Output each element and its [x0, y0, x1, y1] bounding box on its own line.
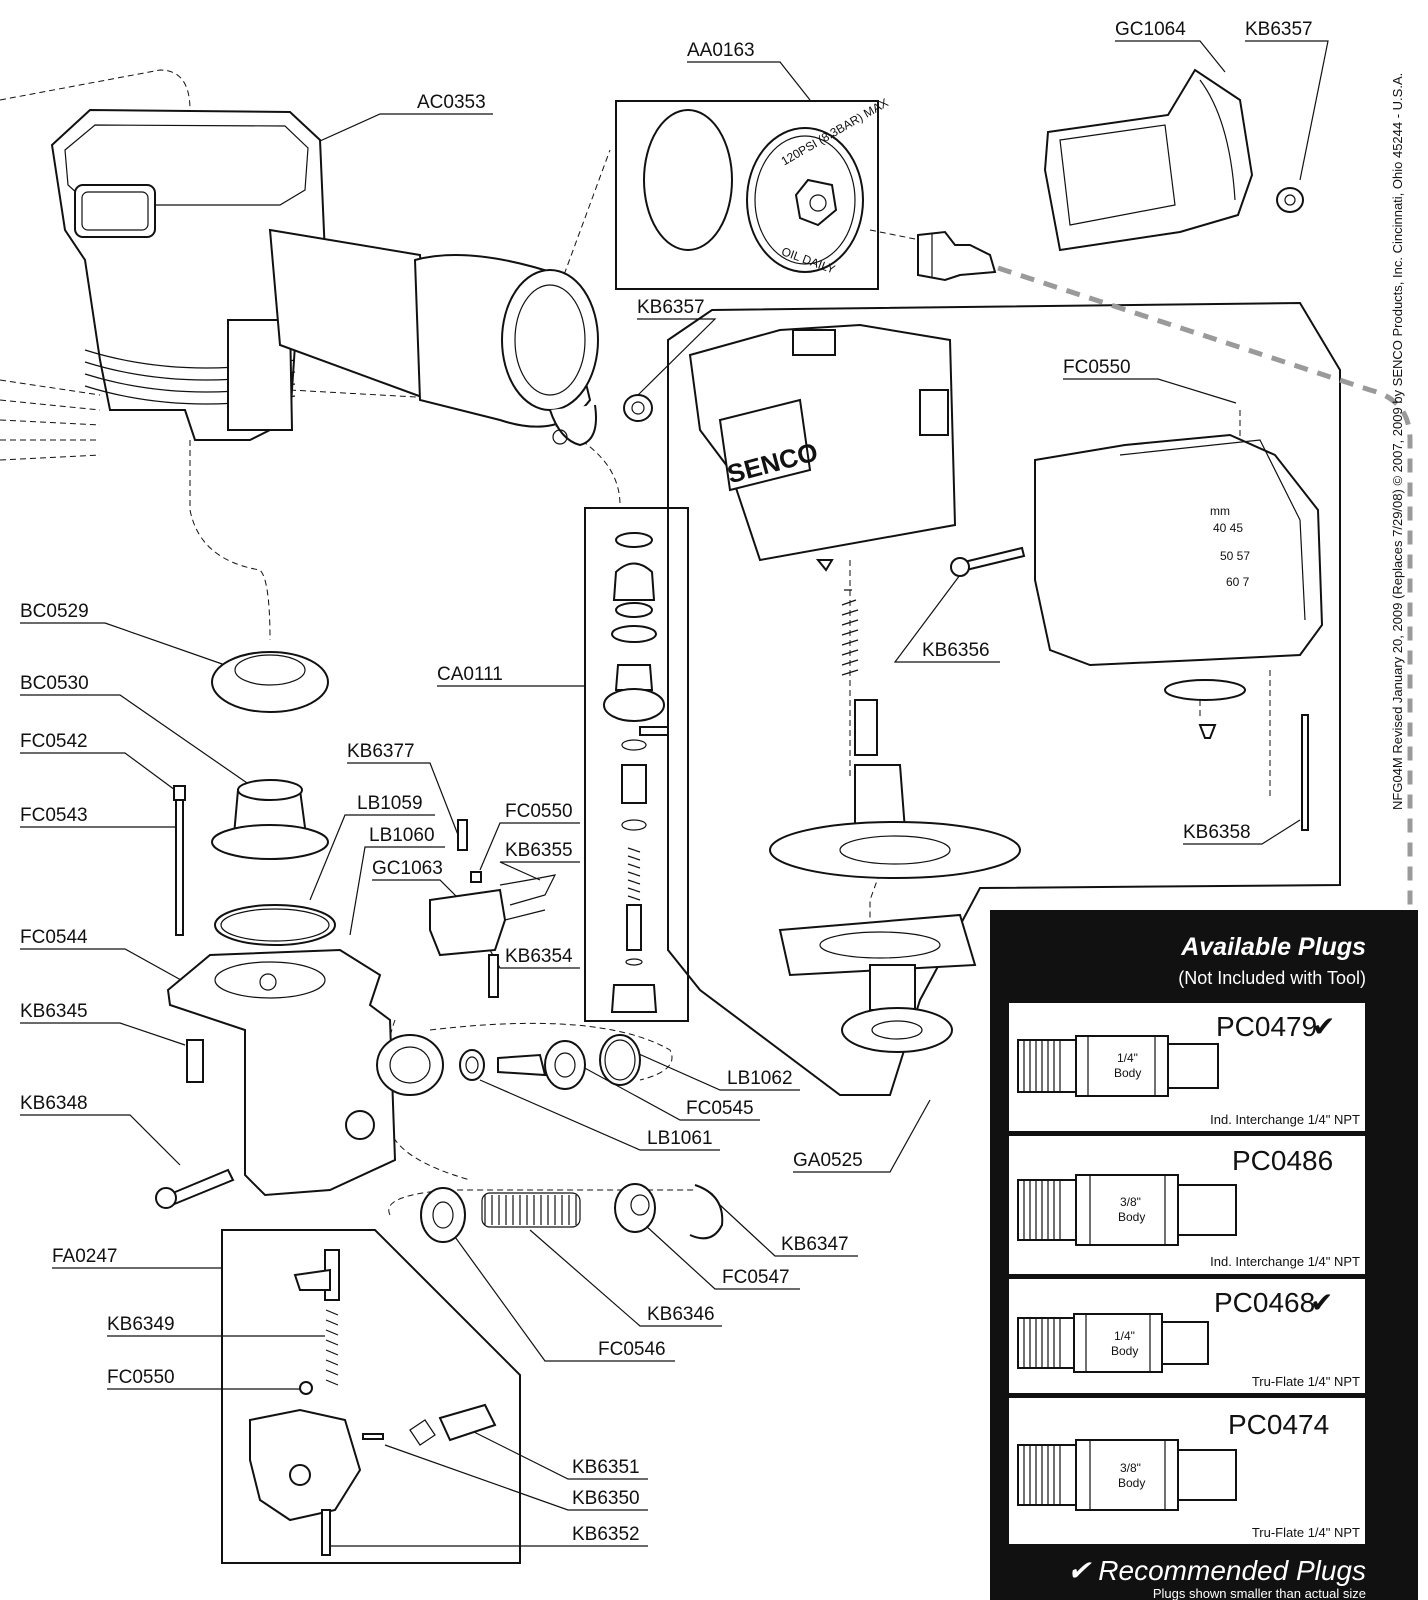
plug-body-size: 1/4" [1117, 1051, 1138, 1065]
plug-desc: Ind. Interchange 1/4" NPT [1210, 1112, 1360, 1127]
bumper-stack [173, 651, 336, 946]
plug-desc: Tru-Flate 1/4" NPT [1252, 1525, 1360, 1540]
trigger-group-gc1063 [429, 819, 557, 998]
plugs-subtitle: (Not Included with Tool) [1178, 968, 1366, 988]
plug-card-pc0479: PC0479 ✔ 1/4" Body Ind. Interchange 1/4"… [1007, 1001, 1367, 1133]
label-bc0530: BC0530 [20, 673, 89, 694]
cylinder-cap-ac0353 [50, 108, 327, 441]
recommended-plugs-title: ✔ Recommended Plugs [1067, 1555, 1366, 1586]
check-icon: ✔ [1310, 1287, 1333, 1318]
fa0247-frame [221, 1229, 521, 1564]
label-kb6355: KB6355 [505, 840, 573, 861]
valve-stack-ca0111 [603, 532, 669, 1013]
label-fc0542: FC0542 [20, 731, 88, 752]
label-fa0247: FA0247 [52, 1246, 118, 1267]
label-kb6357-top: KB6357 [1245, 19, 1313, 40]
trigger-fa0247 [249, 1249, 497, 1556]
label-kb6358: KB6358 [1183, 822, 1251, 843]
recommended-plugs-note: Plugs shown smaller than actual size [1153, 1586, 1366, 1600]
label-kb6347: KB6347 [781, 1234, 849, 1255]
plug-code: PC0468 [1214, 1287, 1315, 1318]
cap-aa0163: 120PSI (8.3BAR) MAX OIL DAILY [643, 96, 891, 277]
label-kb6377: KB6377 [347, 741, 415, 762]
air-fitting [917, 230, 997, 282]
plug-body-label: Body [1118, 1476, 1145, 1490]
label-kb6348: KB6348 [20, 1093, 88, 1114]
check-icon: ✔ [1312, 1011, 1335, 1042]
label-kb6345: KB6345 [20, 1001, 88, 1022]
label-fc0545: FC0545 [686, 1098, 754, 1119]
parts-drawings: 120PSI (8.3BAR) MAX OIL DAILY SENCO mm 4 [50, 68, 1324, 1556]
plug-body-size: 3/8" [1120, 1195, 1141, 1209]
deflector-gc1064 [1043, 68, 1304, 252]
plug-code: PC0486 [1232, 1145, 1333, 1176]
label-lb1060: LB1060 [369, 825, 435, 846]
label-gc1063: GC1063 [372, 858, 443, 879]
plug-body-label: Body [1111, 1344, 1138, 1358]
label-fc0550-top: FC0550 [1063, 357, 1131, 378]
label-ca0111: CA0111 [437, 664, 503, 685]
label-fc0550-mid: FC0550 [505, 801, 573, 822]
nut-kb6357-mid [623, 394, 653, 422]
plug-card-pc0474: PC0474 3/8" Body Tru-Flate 1/4" NPT [1007, 1396, 1367, 1546]
label-fc0547: FC0547 [722, 1267, 790, 1288]
plug-code: PC0474 [1228, 1409, 1329, 1440]
plug-body-size: 1/4" [1114, 1329, 1135, 1343]
depth-scale-row-1: 40 45 [1213, 521, 1243, 535]
side-copyright: NFG04M Revised January 20, 2009 (Replace… [1390, 73, 1405, 810]
label-ac0353: AC0353 [417, 92, 486, 113]
label-lb1062: LB1062 [727, 1068, 793, 1089]
plug-card-pc0468: PC0468 ✔ 1/4" Body Tru-Flate 1/4" NPT [1007, 1277, 1367, 1395]
plug-body-label: Body [1114, 1066, 1141, 1080]
plugs-title: Available Plugs [1180, 933, 1366, 961]
label-lb1061: LB1061 [647, 1128, 713, 1149]
aa0163-frame [615, 100, 879, 290]
exhaust-valve-parts [459, 1034, 641, 1090]
plug-desc: Tru-Flate 1/4" NPT [1252, 1374, 1360, 1389]
plug-connection-dash [997, 265, 1413, 1418]
label-kb6352: KB6352 [572, 1524, 640, 1545]
label-ga0525: GA0525 [793, 1150, 863, 1171]
magazine-ga0525: SENCO mm 40 45 50 57 60 7 [688, 323, 1324, 1053]
depth-scale-row-3: 60 7 [1226, 575, 1250, 589]
label-lb1059: LB1059 [357, 793, 423, 814]
part-labels: AC0353 AA0163 GC1064 KB6357 KB6357 FC055… [20, 19, 1329, 1547]
depth-scale-unit: mm [1210, 504, 1230, 518]
spring-piston-parts [420, 1183, 724, 1243]
label-kb6357-mid: KB6357 [637, 297, 705, 318]
plugs-panel: Available Plugs (Not Included with Tool)… [990, 910, 1418, 1600]
driver-body-fc0544 [155, 948, 444, 1209]
label-kb6349: KB6349 [107, 1314, 175, 1335]
nose-housing [268, 228, 599, 447]
label-kb6356: KB6356 [922, 640, 990, 661]
label-kb6346: KB6346 [647, 1304, 715, 1325]
label-kb6351: KB6351 [572, 1457, 640, 1478]
plug-code: PC0479 [1216, 1011, 1317, 1042]
ca0111-frame [584, 507, 689, 1022]
label-bc0529: BC0529 [20, 601, 89, 622]
depth-scale-row-2: 50 57 [1220, 549, 1250, 563]
plug-card-pc0486: PC0486 3/8" Body Ind. Interchange 1/4" N… [1007, 1134, 1367, 1276]
label-fc0550-low: FC0550 [107, 1367, 175, 1388]
label-fc0546: FC0546 [598, 1339, 666, 1360]
label-kb6354: KB6354 [505, 946, 573, 967]
label-aa0163: AA0163 [687, 40, 755, 61]
label-fc0543: FC0543 [20, 805, 88, 826]
label-kb6350: KB6350 [572, 1488, 640, 1509]
plug-desc: Ind. Interchange 1/4" NPT [1210, 1254, 1360, 1269]
label-fc0544: FC0544 [20, 927, 88, 948]
label-gc1064: GC1064 [1115, 19, 1186, 40]
plug-body-label: Body [1118, 1210, 1145, 1224]
plug-body-size: 3/8" [1120, 1461, 1141, 1475]
